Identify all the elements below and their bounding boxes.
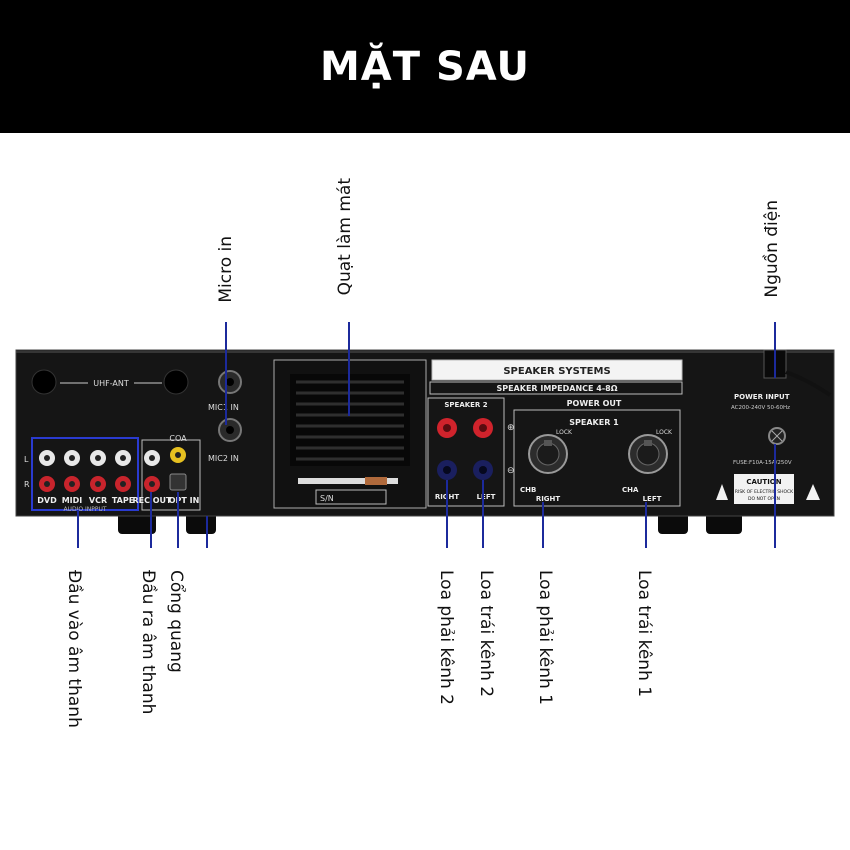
svg-text:⊖: ⊖ (507, 466, 515, 476)
rca-row-left (39, 450, 131, 466)
label-audio-in: Đầu vào âm thanh (64, 570, 84, 728)
label-micro-in: Micro in (216, 236, 236, 303)
audio-input-frame (31, 437, 139, 511)
page-title: MẶT SAU (320, 43, 530, 90)
warning-triangle-icon (806, 484, 820, 500)
speaker-impedance-label: SPEAKER IMPEDANCE 4-8Ω (496, 384, 617, 393)
rec-out-label: REC OUT (132, 496, 172, 505)
caution-sub1: RISK OF ELECTRIC SHOCK (735, 489, 794, 495)
power-out-label: POWER OUT (567, 399, 622, 408)
sn-label: S/N (320, 494, 334, 503)
mic2-label: MIC2 IN (208, 454, 239, 463)
label-optical: Cổng quang (166, 570, 186, 673)
warning-triangle-icon (716, 484, 728, 500)
spk1-left-label: LEFT (643, 495, 662, 503)
pointer-spk2-left (482, 480, 484, 548)
svg-text:⊕: ⊕ (507, 423, 515, 433)
caution-sub2: DO NOT OPEN (748, 496, 780, 502)
pointer-fuse (774, 444, 776, 548)
foot (186, 512, 216, 534)
lock-label-left: LOCK (656, 429, 673, 436)
foot (706, 512, 742, 534)
caution-plate (734, 474, 794, 504)
optical-port[interactable] (169, 473, 187, 491)
foot (118, 512, 156, 534)
foot (658, 512, 688, 534)
input-midi-label: MIDI (62, 496, 83, 505)
fuse-label: FUSE:F10A-15A/250V (733, 460, 792, 466)
label-audio-out: Đầu ra âm thanh (138, 570, 158, 715)
audio-input-label: AUDIO INPPUT (63, 506, 106, 513)
pointer-micro-in (225, 322, 227, 425)
pointer-spk1-left (645, 502, 647, 548)
lock-label-right: LOCK (556, 429, 573, 436)
spk2-left-label: LEFT (477, 493, 496, 501)
serial-strip (298, 478, 398, 484)
pointer-fan (348, 322, 350, 416)
pointer-audio-out (150, 492, 152, 548)
fan-grille (290, 374, 410, 466)
input-tape-label: TAPE (112, 496, 134, 505)
header-bar: MẶT SAU (0, 0, 850, 133)
label-spk1-left: Loa trái kênh 1 (634, 570, 654, 698)
caution-label: CAUTION (746, 478, 781, 486)
input-dvd-label: DVD (37, 496, 57, 505)
cha-label: CHA (622, 486, 639, 494)
pointer-optical (177, 492, 179, 548)
row-r-label: R (24, 480, 30, 489)
pointer-power (774, 322, 776, 378)
label-power: Nguồn điện (762, 200, 782, 298)
power-spec-label: AC200-240V 50-60Hz (731, 405, 790, 411)
mic1-label: MIC1 IN (208, 403, 239, 412)
opt-in-label: OPT IN (169, 496, 200, 505)
input-vcr-label: VCR (89, 496, 107, 505)
pointer-mic-extra (206, 516, 208, 548)
power-cord (785, 370, 832, 397)
speaker2-label: SPEAKER 2 (444, 401, 487, 409)
speaker-systems-label: SPEAKER SYSTEMS (503, 366, 610, 377)
label-spk2-right: Loa phải kênh 2 (436, 570, 456, 705)
pointer-spk2-right (446, 480, 448, 548)
power-input-label: POWER INPUT (734, 393, 790, 401)
pointer-audio-in (77, 510, 79, 548)
coa-label: COA (169, 434, 187, 443)
speaker-systems-plate (431, 359, 683, 381)
pointer-spk1-right (542, 502, 544, 548)
label-spk1-right: Loa phải kênh 1 (535, 570, 555, 705)
antenna-hole (31, 369, 57, 395)
antenna-hole (163, 369, 189, 395)
chb-label: CHB (520, 486, 536, 494)
label-spk2-left: Loa trái kênh 2 (476, 570, 496, 698)
fan-slots (296, 380, 404, 461)
label-fan: Quạt làm mát (335, 178, 355, 296)
row-l-label: L (24, 455, 29, 464)
speaker1-label: SPEAKER 1 (569, 418, 619, 427)
uhf-ant-label: UHF-ANT (93, 379, 129, 388)
spk1-right-label: RIGHT (536, 495, 561, 503)
rca-row-right (39, 476, 131, 492)
